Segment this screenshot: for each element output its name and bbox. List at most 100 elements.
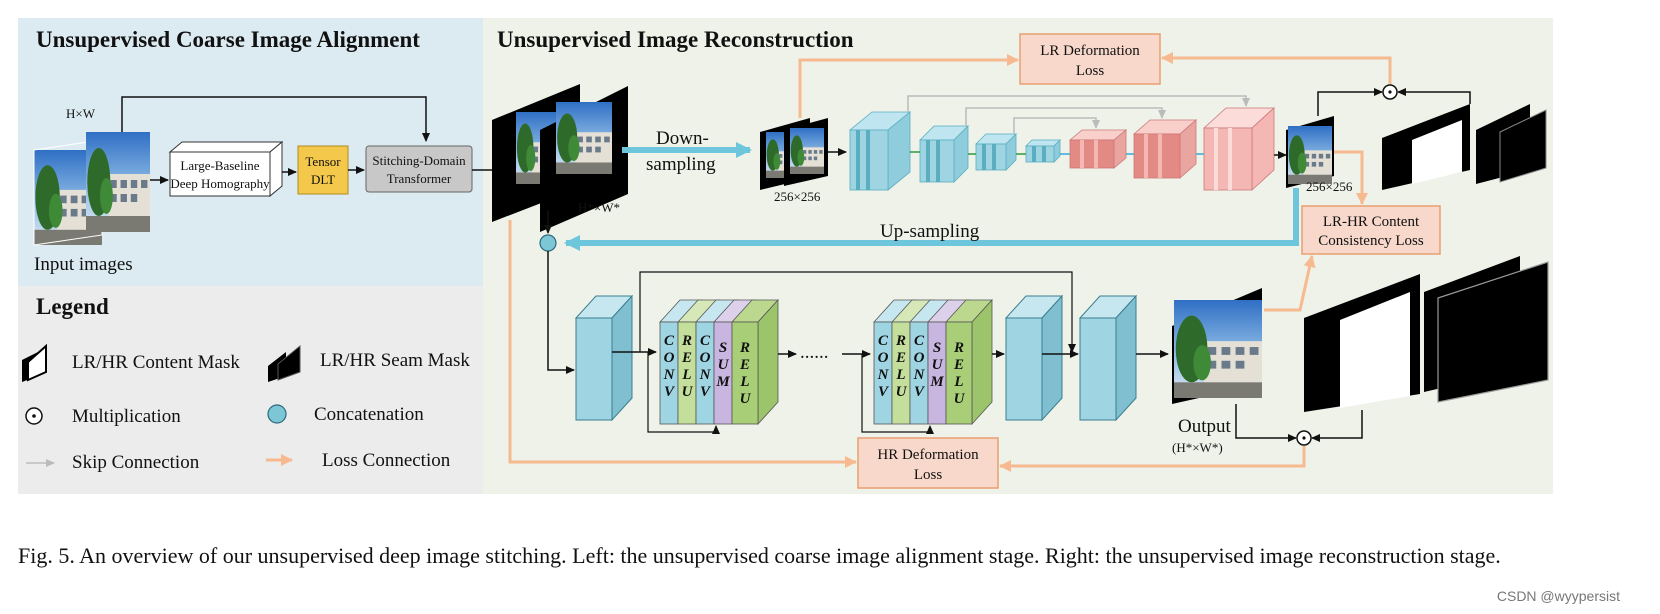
hr-content-mask	[1304, 274, 1420, 412]
residual-1-skip	[647, 352, 720, 434]
svg-text:L: L	[895, 367, 905, 383]
legend-title: Legend	[36, 294, 109, 319]
content-loss-line1: LR-HR Content	[1323, 214, 1420, 230]
svg-text:E: E	[895, 350, 906, 366]
svg-text:E: E	[953, 357, 964, 373]
svg-text:O: O	[664, 350, 675, 366]
lr-output-to-mult	[1317, 88, 1383, 116]
svg-text:U: U	[718, 357, 730, 373]
lr-content-mask	[1382, 104, 1470, 190]
hr-output-image	[1172, 288, 1262, 404]
right-stage-title: Unsupervised Image Reconstruction	[497, 27, 854, 52]
svg-text:L: L	[739, 374, 749, 390]
legend-seam-mask: LR/HR Seam Mask	[320, 350, 470, 371]
skip-connection-2	[965, 107, 1166, 126]
warped-images	[492, 84, 628, 232]
input-to-transformer-line	[121, 96, 430, 142]
lr-loss-line2: Loss	[1076, 63, 1105, 79]
svg-text:O: O	[878, 350, 889, 366]
svg-text:U: U	[740, 391, 752, 407]
residual-block-n	[873, 298, 993, 426]
lr-output-image	[1286, 116, 1334, 188]
downsampling-label-line2: sampling	[646, 154, 716, 175]
lr-deformation-loss-box	[1019, 33, 1161, 85]
hr-multiplication-dot	[1302, 436, 1306, 440]
svg-text:E: E	[739, 357, 750, 373]
lr-size-in-label: 256×256	[774, 189, 821, 204]
hr-loss-line1: HR Deformation	[877, 447, 979, 463]
hr-conv-block-1	[574, 294, 634, 422]
svg-text:L: L	[681, 367, 691, 383]
left-stage-title: Unsupervised Coarse Image Alignment	[36, 27, 420, 52]
svg-text:C: C	[914, 333, 925, 349]
hr-deformation-loss-box	[857, 437, 999, 489]
watermark: CSDN @wyypersist	[1496, 588, 1620, 604]
architecture-diagram: Unsupervised Coarse Image Alignment Unsu…	[18, 18, 1553, 494]
mask-to-lr-mult	[1397, 88, 1471, 104]
output-label-line2: (H*×W*)	[1172, 440, 1223, 455]
content-loss-line2: Consistency Loss	[1318, 233, 1424, 249]
svg-text:R: R	[953, 340, 964, 356]
seam-mask-icon	[268, 344, 301, 382]
hr-mult-to-hr-loss	[999, 446, 1306, 472]
unet-decoder-block-1	[1068, 129, 1128, 169]
lr-multiplication-dot	[1388, 90, 1392, 94]
residual-block-n-labels: C O N V R E L U C O N V S U M R E L U	[877, 333, 966, 407]
svg-text:R: R	[895, 333, 906, 349]
svg-text:C: C	[700, 333, 711, 349]
svg-text:R: R	[681, 333, 692, 349]
unet-encoder-block-1	[848, 111, 912, 191]
svg-text:V: V	[914, 384, 926, 400]
svg-text:U: U	[896, 384, 908, 400]
residual-n-skip	[861, 354, 934, 434]
hr-output-to-content-loss	[1264, 255, 1316, 312]
unet-bottleneck-block	[1025, 139, 1061, 163]
concat-to-hr-net	[547, 251, 575, 374]
svg-text:S: S	[719, 340, 727, 356]
svg-text:E: E	[681, 350, 692, 366]
legend-concatenation: Concatenation	[314, 404, 424, 425]
hr-loss-line2: Loss	[914, 467, 943, 483]
lr-output-to-content-loss	[1334, 150, 1368, 205]
lr-loss-line1: LR Deformation	[1040, 43, 1140, 59]
hr-output-to-mult	[1235, 404, 1297, 442]
dlt-label-line1: Tensor	[305, 154, 341, 169]
warped-size-label: H*×W*	[578, 200, 620, 215]
concatenation-node	[539, 234, 557, 252]
lr-mult-to-lr-loss	[1161, 52, 1392, 84]
svg-text:M: M	[929, 374, 944, 390]
legend-loss: Loss Connection	[322, 450, 451, 471]
input-image-2	[86, 132, 150, 232]
dlt-label-line2: DLT	[311, 172, 335, 187]
svg-text:O: O	[914, 350, 925, 366]
svg-text:C: C	[664, 333, 675, 349]
figure-caption: Fig. 5. An overview of our unsupervised …	[18, 543, 1501, 568]
lr-size-out-label: 256×256	[1306, 179, 1353, 194]
output-label-line1: Output	[1178, 416, 1232, 437]
svg-text:V: V	[664, 384, 676, 400]
legend-multiplication: Multiplication	[72, 406, 181, 427]
input-size-label: H×W	[66, 106, 96, 121]
unet-encoder-block-2	[919, 125, 969, 183]
svg-text:U: U	[682, 384, 694, 400]
lr-input-images	[760, 118, 828, 190]
homography-network-box	[168, 140, 284, 198]
svg-text:U: U	[954, 391, 966, 407]
hr-seam-mask	[1424, 256, 1549, 403]
hr-conv-block-2	[1004, 294, 1064, 422]
svg-text:C: C	[878, 333, 889, 349]
unet-decoder-block-3	[1202, 107, 1276, 191]
legend-content-mask: LR/HR Content Mask	[72, 352, 240, 373]
legend-panel	[18, 286, 483, 494]
upsampling-label: Up-sampling	[880, 221, 980, 242]
skip-connection-1	[907, 95, 1250, 112]
concatenation-icon	[267, 404, 287, 424]
warped-to-hr-loss	[508, 220, 857, 468]
lr-input-to-lr-loss	[798, 54, 1019, 118]
skip-connection-3	[1013, 117, 1100, 134]
svg-text:U: U	[932, 357, 944, 373]
hr-mask-to-mult	[1311, 410, 1363, 442]
content-consistency-loss-box	[1301, 205, 1441, 255]
svg-text:L: L	[953, 374, 963, 390]
svg-text:N: N	[877, 367, 890, 383]
